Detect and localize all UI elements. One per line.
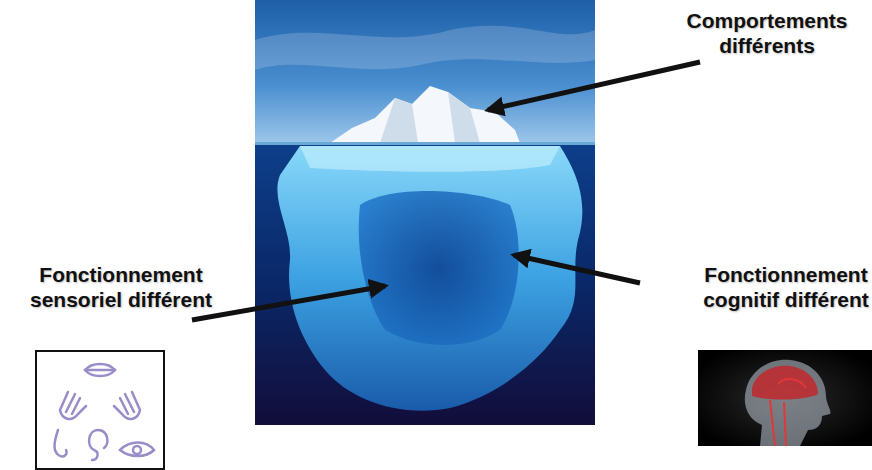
callout-label: Fonctionnement sensoriel différent bbox=[16, 262, 226, 312]
leader-arrow bbox=[488, 62, 700, 110]
leader-arrow bbox=[514, 255, 640, 283]
senses-icon bbox=[36, 351, 164, 469]
callout-label: Comportements différents bbox=[672, 8, 862, 58]
callout-label: Fonctionnement cognitif différent bbox=[700, 262, 872, 312]
iceberg-photo bbox=[255, 0, 595, 425]
leader-arrow bbox=[192, 286, 385, 320]
brain-image bbox=[698, 350, 872, 446]
